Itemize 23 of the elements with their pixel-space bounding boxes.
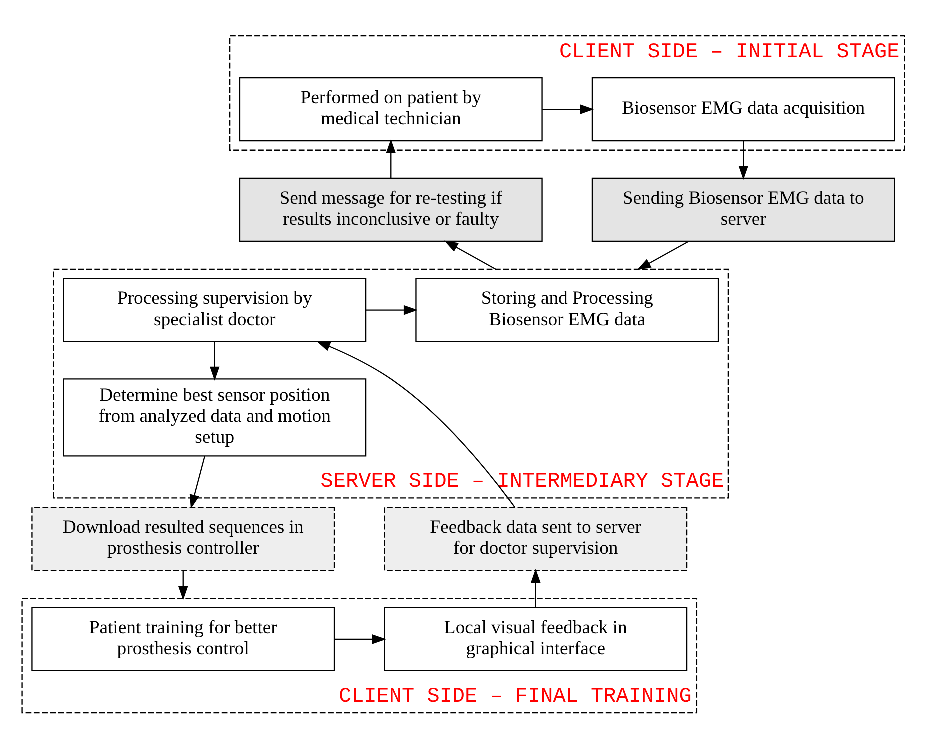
node-box: Download resulted sequences in prosthesis controller [32, 506, 336, 572]
arrow [366, 305, 418, 316]
arrow [190, 456, 206, 509]
node-box: Feedback data sent to server for doctor supervision [384, 506, 688, 572]
node-box: Local visual feedback in graphical interface [384, 607, 688, 672]
node-box: Determine best sensor position from analyzed data and motion setup [63, 378, 367, 457]
node-box: Sending Biosensor EMG data to server [592, 178, 896, 242]
node-box: Send message for re-testing if results inconclusive or faulty [239, 178, 543, 242]
arrow [542, 104, 594, 114]
arrow [178, 570, 188, 600]
node-box: Patient training for better prosthesis control [32, 607, 336, 672]
node-box: Storing and Processing Biosensor EMG data [416, 278, 720, 342]
arrow [444, 240, 496, 270]
arrow [334, 634, 386, 644]
node-box: Processing supervision by specialist doctor [63, 278, 367, 342]
node-box: Biosensor EMG data acquisition [592, 77, 896, 142]
arrow [738, 141, 749, 180]
arrow [386, 139, 396, 178]
arrow [316, 341, 516, 508]
node-box: Performed on patient by medical technician [239, 77, 543, 142]
arrow [530, 568, 541, 608]
arrow [637, 241, 690, 270]
arrow [210, 342, 220, 381]
